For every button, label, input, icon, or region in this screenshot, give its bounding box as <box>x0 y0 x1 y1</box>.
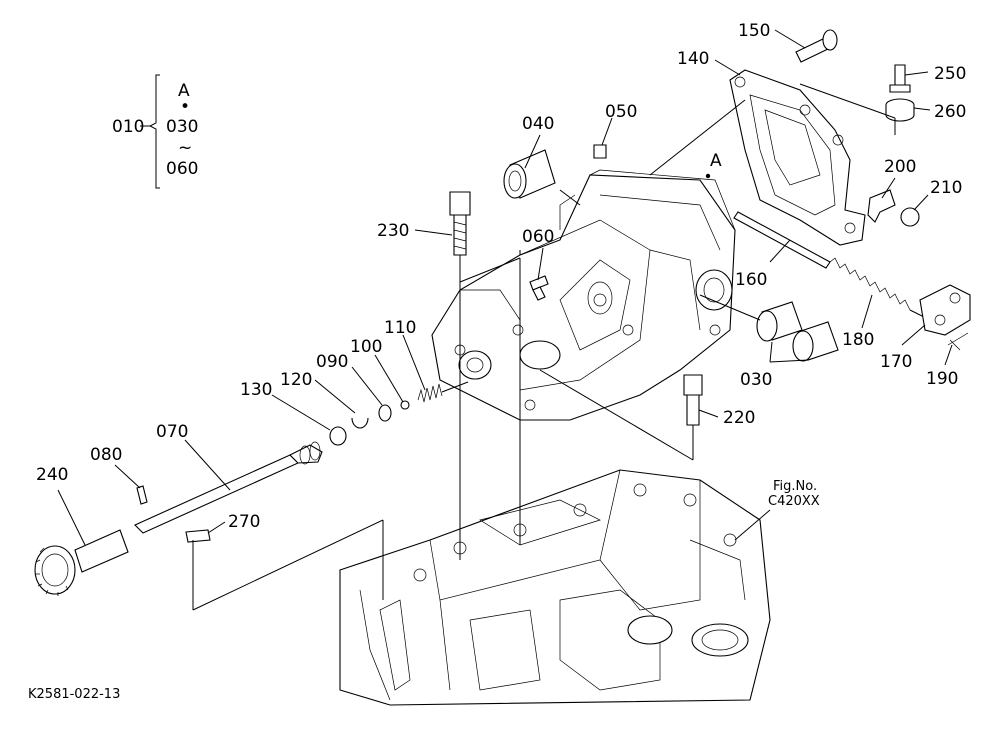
callout-040: 040 <box>522 114 554 134</box>
bolt-220 <box>683 374 703 426</box>
assembly-item-030: 030 <box>166 117 198 137</box>
callout-200: 200 <box>884 157 916 177</box>
bolt-250 <box>889 64 911 93</box>
lever-170 <box>919 284 971 336</box>
callout-270: 270 <box>228 512 260 532</box>
assembly-bracket: 010 A • 030 ~ 060 <box>112 74 198 189</box>
washer-130 <box>329 426 347 446</box>
callout-210: 210 <box>930 178 962 198</box>
bushing-040 <box>503 149 556 199</box>
callout-150: 150 <box>738 21 770 41</box>
callout-100: 100 <box>350 337 382 357</box>
damper-260 <box>885 98 915 122</box>
knob-240 <box>34 529 129 596</box>
callout-030: 030 <box>740 370 772 390</box>
pin-060 <box>529 275 549 301</box>
bolt-150 <box>795 29 838 63</box>
key-270 <box>185 529 211 543</box>
clip-200 <box>867 189 896 223</box>
callout-260: 260 <box>934 102 966 122</box>
bushing-030-a <box>756 301 803 342</box>
callout-140: 140 <box>677 49 709 69</box>
callout-labels: 150 140 250 260 040 050 200 210 230 060 … <box>36 21 966 532</box>
callout-250: 250 <box>934 64 966 84</box>
transmission-case <box>339 469 771 706</box>
spring-110 <box>417 383 443 403</box>
spring-180 <box>829 257 931 321</box>
assembly-item-dot: • <box>180 97 190 117</box>
callout-060: 060 <box>522 227 554 247</box>
callout-080: 080 <box>90 445 122 465</box>
callout-120: 120 <box>280 370 312 390</box>
figure-ref-line2: C420XX <box>768 494 820 509</box>
main-housing <box>431 169 736 421</box>
rod-160 <box>733 211 831 269</box>
assembly-lines <box>192 83 896 611</box>
bolt-230 <box>449 191 471 256</box>
callout-070: 070 <box>156 422 188 442</box>
callout-090: 090 <box>316 352 348 372</box>
figure-reference: Fig.No. C420XX <box>768 479 820 509</box>
callout-190: 190 <box>926 369 958 389</box>
callout-050: 050 <box>605 102 637 122</box>
callout-130: 130 <box>240 380 272 400</box>
pin-190 <box>947 332 969 351</box>
callout-180: 180 <box>842 330 874 350</box>
cover-plate-140 <box>729 69 866 246</box>
shaft-070 <box>134 441 323 534</box>
callout-240: 240 <box>36 465 68 485</box>
plug-050 <box>593 144 607 159</box>
snap-ring-120 <box>351 417 369 429</box>
assembly-main-label: 010 <box>112 117 144 137</box>
ring-100 <box>400 400 410 410</box>
bushing-030-b <box>792 321 839 362</box>
drawing-code: K2581-022-13 <box>28 687 120 702</box>
leader-lines <box>57 29 953 546</box>
callout-160: 160 <box>735 270 767 290</box>
callout-220: 220 <box>723 408 755 428</box>
figure-ref-line1: Fig.No. <box>773 479 817 494</box>
pin-080 <box>136 485 148 505</box>
callout-230: 230 <box>377 221 409 241</box>
callout-110: 110 <box>384 318 416 338</box>
assembly-item-060: 060 <box>166 159 198 179</box>
ball-210 <box>900 207 920 227</box>
assembly-item-a: A <box>178 81 190 101</box>
assembly-item-tilde: ~ <box>178 138 192 158</box>
point-a-dot <box>705 173 711 179</box>
o-ring-090 <box>378 404 392 422</box>
point-a-label: A <box>710 151 722 171</box>
callout-170: 170 <box>880 352 912 372</box>
